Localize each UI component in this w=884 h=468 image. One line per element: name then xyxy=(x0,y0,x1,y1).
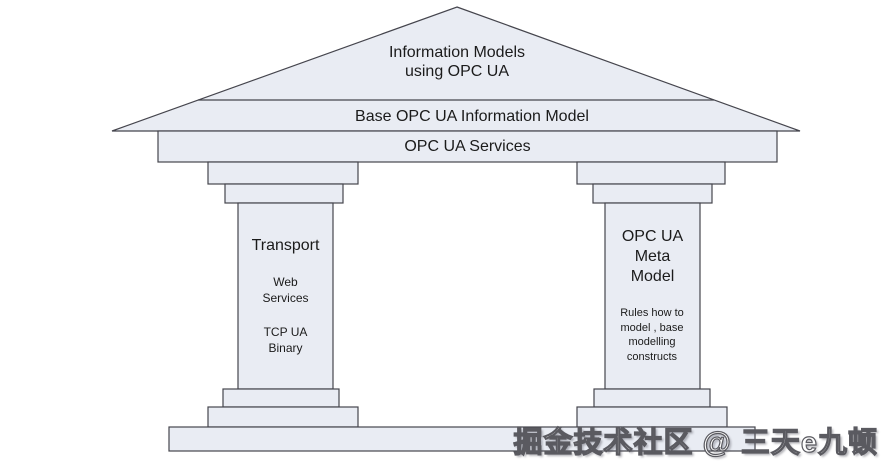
pillar-right-capital-top xyxy=(576,161,726,185)
pillar-right-shaft xyxy=(604,202,701,390)
pillar-right-detail-line3: modelling xyxy=(628,336,676,348)
pillar-left-group2-line2: Binary xyxy=(268,341,303,355)
roof-title-line1: Information Models xyxy=(388,44,526,61)
pillar-right-detail-line4: constructs xyxy=(626,350,678,363)
pillar-right-title: OPC UA Meta Model xyxy=(595,227,710,287)
services-band-label: OPC UA Services xyxy=(404,138,531,155)
pillar-left-capital-lower xyxy=(224,183,344,204)
pillar-right-title-line1: OPC UA xyxy=(621,228,684,245)
pillar-left-title: Transport xyxy=(251,237,320,254)
pillar-left-tcp-binary: TCP UA Binary xyxy=(228,324,343,356)
pillar-left-group1-line2: Services xyxy=(262,291,309,305)
foundation-slab xyxy=(168,426,756,452)
pillar-left-group2-line1: TCP UA xyxy=(263,325,308,339)
pillar-right-title-line3: Model xyxy=(630,268,675,285)
pillar-left-group1-line1: Web xyxy=(273,275,298,289)
community-watermark: 掘金技术社区 @ 三天e九顿 xyxy=(513,426,878,459)
pillar-right-details: Rules how to model , base modelling cons… xyxy=(593,306,711,364)
base-information-model-label: Base OPC UA Information Model xyxy=(355,108,589,125)
pillar-left-base-lower xyxy=(207,406,359,428)
pillar-right-detail-line1: Rules how to xyxy=(620,307,684,319)
pillar-left-web-services: Web Services xyxy=(228,274,343,306)
services-band-shape xyxy=(157,130,778,163)
pillar-right-title-line2: Meta xyxy=(634,248,671,265)
pillar-right-capital-lower xyxy=(592,183,713,204)
roof-title-line2: using OPC UA xyxy=(404,63,510,80)
pillar-left-base-upper xyxy=(222,388,340,408)
pillar-right-base-upper xyxy=(593,388,711,408)
pillar-right-detail-line2: model , base xyxy=(620,321,684,334)
pillar-left-capital-top xyxy=(207,161,359,185)
